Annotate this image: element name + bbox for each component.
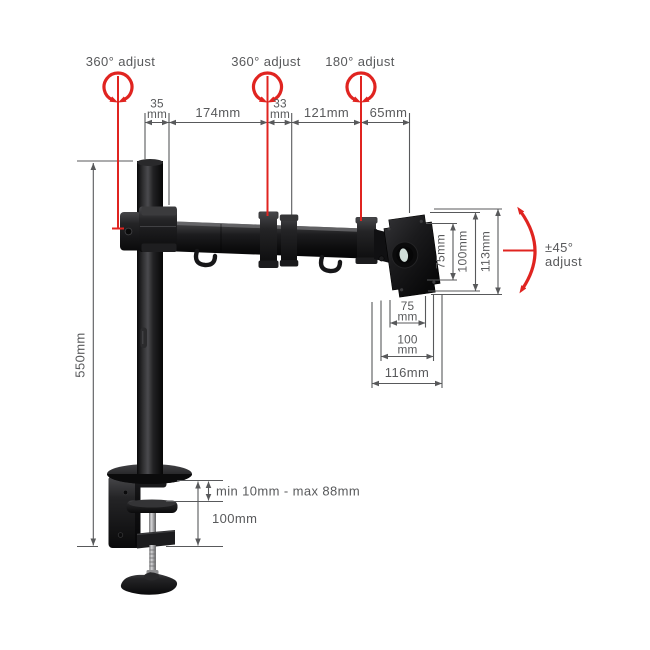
dimension-lines <box>77 113 502 548</box>
rotate-180-icon <box>345 71 377 103</box>
collar-bolt <box>124 227 133 236</box>
clamp-bottom-arm <box>137 530 175 549</box>
dim-plate-horizontal <box>371 294 443 388</box>
clamp-lower <box>120 499 178 595</box>
label-tilt-angle: ±45° <box>545 240 573 255</box>
dim-vesa-h75-value: 75 <box>401 299 415 313</box>
label-rotate-mid: 360° adjust <box>231 54 301 69</box>
dim-35-value: 35 <box>150 97 164 111</box>
dim-vesa-v75: 75mm <box>434 234 448 269</box>
dim-550: 550mm <box>73 332 88 377</box>
clamp-screw-upper <box>149 513 156 534</box>
vesa-hole <box>399 288 404 292</box>
clamp-screw-hole <box>117 532 124 538</box>
tilt-45-icon <box>517 206 537 294</box>
clamp-knob <box>120 572 178 595</box>
dim-vesa-h100-unit: mm <box>397 343 417 357</box>
dim-33-unit: mm <box>270 107 290 121</box>
dim-clamp-100: 100mm <box>212 511 257 526</box>
base-disc-front <box>107 474 192 484</box>
label-desk-thickness: min 10mm - max 88mm <box>216 484 360 499</box>
dim-plate-113: 113mm <box>479 231 493 272</box>
cable-clip <box>140 327 147 348</box>
vesa-hole <box>432 280 436 284</box>
arm-mid-joint <box>258 211 299 268</box>
hub-highlight <box>399 248 409 262</box>
clamp-screw-hole <box>122 489 129 496</box>
cable-hook <box>318 254 343 274</box>
dim-plate-vertical <box>426 208 502 296</box>
red-annotations <box>102 71 537 294</box>
vesa-hole <box>419 219 423 223</box>
dim-vesa-h75-unit: mm <box>397 310 417 324</box>
dim-top-row <box>144 113 411 215</box>
monitor-arm-product <box>107 159 441 595</box>
dim-vesa-h100-value: 100 <box>397 333 418 347</box>
cable-hook <box>193 248 218 268</box>
text-labels: 360° adjust 360° adjust 180° adjust 35 m… <box>73 54 582 526</box>
dim-plate-116: 116mm <box>385 365 429 380</box>
dim-clamp <box>166 479 223 548</box>
rotate-360-icon <box>102 71 134 103</box>
label-rotate-end: 180° adjust <box>325 54 395 69</box>
dim-35-unit: mm <box>147 107 167 121</box>
dim-121: 121mm <box>304 105 349 120</box>
dim-33-value: 33 <box>273 97 287 111</box>
dim-pole-height <box>77 160 133 548</box>
vesa-plate <box>383 214 441 298</box>
dim-vesa-v100: 100mm <box>456 230 470 272</box>
rotate-360-icon <box>251 71 284 103</box>
vesa-hole <box>387 227 391 231</box>
dim-174: 174mm <box>195 105 240 120</box>
label-tilt-word: adjust <box>545 254 582 269</box>
pole-collar <box>120 206 177 252</box>
label-rotate-pole: 360° adjust <box>86 54 156 69</box>
dim-65: 65mm <box>370 105 408 120</box>
arm-end-joint <box>355 217 390 264</box>
clamp-screw-lower <box>149 545 156 574</box>
